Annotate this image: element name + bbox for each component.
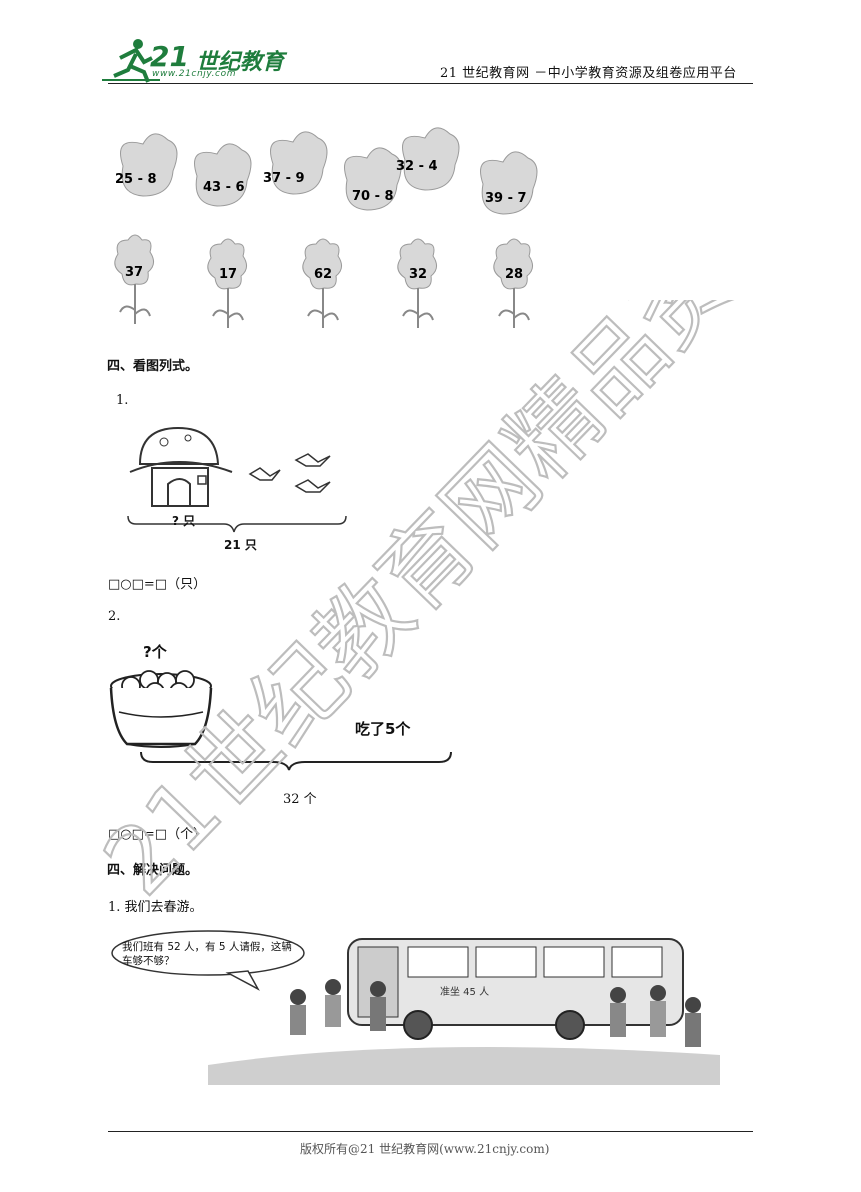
speech-bubble-text: 我们班有 52 人，有 5 人请假，这辆车够不够？ [122, 941, 292, 967]
total-brace [127, 515, 347, 533]
bus-icon [347, 938, 684, 1040]
butterfly-expression: 25 - 8 [115, 172, 157, 187]
butterfly-icon [344, 147, 402, 211]
answer-template: □○□=□（只） [108, 577, 207, 592]
mushroom-house-icon [129, 426, 233, 507]
butterfly-expression: 43 - 6 [203, 180, 245, 195]
total-label: 21 只 [224, 538, 257, 552]
question-number: 1. [116, 393, 129, 408]
speech-bubble [111, 930, 305, 991]
eaten-label: 吃了5个 [355, 720, 411, 738]
flower-icon [493, 238, 533, 328]
bus-capacity-label: 准坐 45 人 [440, 987, 490, 998]
butterfly-icon [120, 133, 178, 197]
flower-number: 37 [125, 265, 143, 280]
butterfly-icon [480, 151, 538, 215]
bird-icon [294, 453, 331, 467]
flower-number: 17 [219, 267, 237, 282]
header-divider [108, 83, 753, 84]
total-brace [140, 751, 452, 771]
butterfly-icon [270, 131, 328, 195]
logo-url: www.21cnjy.com [152, 69, 237, 79]
butterfly-row: 25 - 8 43 - 6 37 - 9 70 - 8 32 - 4 39 - … [115, 127, 538, 215]
section-title-look-and-write: 四、看图列式。 [107, 359, 199, 374]
part-label: ? 只 [172, 514, 196, 528]
butterfly-expression: 37 - 9 [263, 171, 305, 186]
butterfly-expression: 32 - 4 [396, 159, 438, 174]
bird-icon [294, 479, 331, 493]
flower-icon [207, 238, 247, 328]
flower-number: 32 [409, 267, 427, 282]
footer-divider [108, 1131, 753, 1132]
flower-number: 62 [314, 267, 332, 282]
section-title-solve-problems: 四、解决问题。 [107, 863, 199, 878]
question-title: 1. 我们去春游。 [108, 900, 203, 915]
question-number: 2. [108, 609, 121, 624]
footer-copyright: 版权所有@21 世纪教育网(www.21cnjy.com) [300, 1142, 550, 1156]
logo-number: 21 [150, 40, 189, 73]
basket-icon [109, 670, 213, 748]
butterfly-expression: 70 - 8 [352, 189, 394, 204]
logo-runner-icon [102, 39, 160, 83]
butterfly-icon [194, 143, 252, 207]
flower-icon [397, 238, 437, 328]
butterfly-expression: 39 - 7 [485, 191, 527, 206]
total-label: 32 个 [283, 792, 317, 807]
children-icon [290, 979, 701, 1047]
bird-icon [248, 467, 281, 481]
logo-text: 世纪教育 [196, 50, 285, 75]
butterfly-icon [402, 127, 460, 191]
flower-number: 28 [505, 267, 523, 282]
mushroom-birds-figure [127, 426, 347, 533]
flower-icon [302, 238, 342, 328]
header-platform-text: 21 世纪教育网 －中小学教育资源及组卷应用平台 [440, 66, 737, 81]
answer-template: □○□=□（个） [108, 827, 207, 842]
unknown-label: ?个 [143, 643, 167, 661]
flower-icon [114, 234, 154, 324]
spring-trip-bus-figure [108, 925, 720, 1085]
apple-basket-figure [109, 670, 452, 771]
flower-row: 37 17 62 32 28 [114, 234, 533, 328]
